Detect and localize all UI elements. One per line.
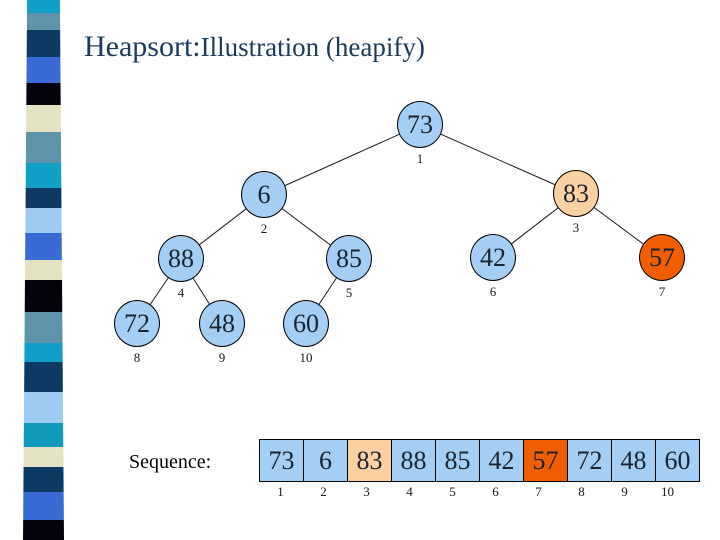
node-value: 57 xyxy=(649,242,675,272)
node-value: 85 xyxy=(336,243,362,273)
strip-segment xyxy=(23,343,64,362)
cell-value: 72 xyxy=(576,445,603,475)
tree-edge xyxy=(419,124,577,195)
node-index-label: 4 xyxy=(177,285,185,300)
node-value: 73 xyxy=(407,109,433,139)
sequence-index: 7 xyxy=(535,484,542,499)
tree-node: 6 xyxy=(241,171,287,218)
cell-value: 85 xyxy=(444,445,471,475)
cell-value: 6 xyxy=(319,445,332,475)
title-main: Heapsort: xyxy=(84,30,201,63)
node-value: 6 xyxy=(257,179,271,209)
strip-segment xyxy=(23,423,64,447)
sequence-cell: 85 xyxy=(435,439,480,482)
sequence-index: 10 xyxy=(661,484,674,499)
node-value: 83 xyxy=(563,178,589,208)
sequence-cell: 88 xyxy=(391,439,436,482)
node-index-label: 3 xyxy=(572,220,580,235)
sequence-cell: 60 xyxy=(655,439,700,482)
strip-segment xyxy=(23,520,64,540)
node-index-label: 7 xyxy=(658,284,666,299)
tree-node: 48 xyxy=(199,300,245,347)
sequence-index: 9 xyxy=(621,484,628,499)
cell-value: 88 xyxy=(400,445,427,475)
tree-node: 83 xyxy=(553,170,599,217)
node-value: 88 xyxy=(168,243,194,273)
sequence-index: 3 xyxy=(363,484,370,499)
sequence-index-row: 1 2 3 4 5 6 7 8 9 10 xyxy=(259,484,689,500)
strip-segment xyxy=(23,260,64,280)
cell-value: 60 xyxy=(664,445,691,475)
node-index-label: 10 xyxy=(299,350,313,365)
strip-segment xyxy=(23,233,64,260)
node-value: 48 xyxy=(209,308,235,338)
strip-segment xyxy=(23,0,64,13)
cell-value: 57 xyxy=(532,445,559,475)
sequence-cell: 72 xyxy=(567,439,612,482)
node-index-label: 2 xyxy=(260,221,268,236)
strip-segment xyxy=(23,447,64,467)
strip-segment xyxy=(23,362,64,392)
tree-node: 72 xyxy=(114,300,160,347)
tree-node: 88 xyxy=(158,235,204,282)
strip-segment xyxy=(23,83,64,105)
sequence-label: Sequence: xyxy=(129,451,212,473)
sequence-index: 4 xyxy=(406,484,413,499)
strip-segment xyxy=(23,13,64,30)
sequence-cell: 83 xyxy=(347,439,392,482)
node-index-label: 9 xyxy=(218,350,226,365)
strip-segment xyxy=(23,392,64,423)
sequence-cell: 57 xyxy=(523,439,568,482)
cell-value: 48 xyxy=(620,445,647,475)
cell-value: 83 xyxy=(356,445,383,475)
node-value: 60 xyxy=(293,308,319,338)
strip-segment xyxy=(23,132,64,163)
strip-segment xyxy=(23,188,64,208)
strip-segment xyxy=(23,105,64,132)
tree-node: 57 xyxy=(639,234,685,281)
sequence-cell: 73 xyxy=(259,439,304,482)
sequence-cell: 6 xyxy=(303,439,348,482)
tree-edge xyxy=(263,124,421,196)
sequence-index: 6 xyxy=(492,484,499,499)
node-index-label: 5 xyxy=(345,285,353,300)
strip-segment xyxy=(23,57,64,83)
strip-segment xyxy=(23,208,64,233)
strip-segment xyxy=(23,30,64,57)
sequence-index: 5 xyxy=(449,484,456,499)
sequence-index: 1 xyxy=(277,484,284,499)
cell-value: 42 xyxy=(488,445,515,475)
sequence-index: 8 xyxy=(578,484,585,499)
node-value: 42 xyxy=(480,242,506,272)
sequence-index: 2 xyxy=(320,484,327,499)
tree-node: 60 xyxy=(283,300,329,347)
slide-title: Heapsort:Illustration (heapify) xyxy=(84,27,425,64)
strip-segment xyxy=(23,163,64,188)
node-index-label: 1 xyxy=(416,151,424,166)
strip-segment xyxy=(23,467,64,492)
node-value: 72 xyxy=(124,308,150,338)
cell-value: 73 xyxy=(268,445,295,475)
sequence-cell: 42 xyxy=(479,439,524,482)
tree-node: 42 xyxy=(470,234,516,281)
title-sub: Illustration (heapify) xyxy=(200,32,425,62)
tree-node: 85 xyxy=(326,235,372,282)
node-index-label: 8 xyxy=(133,350,141,365)
strip-segment xyxy=(23,492,64,520)
strip-segment xyxy=(23,312,64,343)
sequence-cell: 48 xyxy=(611,439,656,482)
tree-node: 73 xyxy=(397,101,443,148)
sequence-row: 73 6 83 88 85 42 57 72 48 60 xyxy=(259,439,700,482)
decorative-side-strip xyxy=(23,0,64,540)
strip-segment xyxy=(23,280,64,312)
node-index-label: 6 xyxy=(489,284,497,299)
